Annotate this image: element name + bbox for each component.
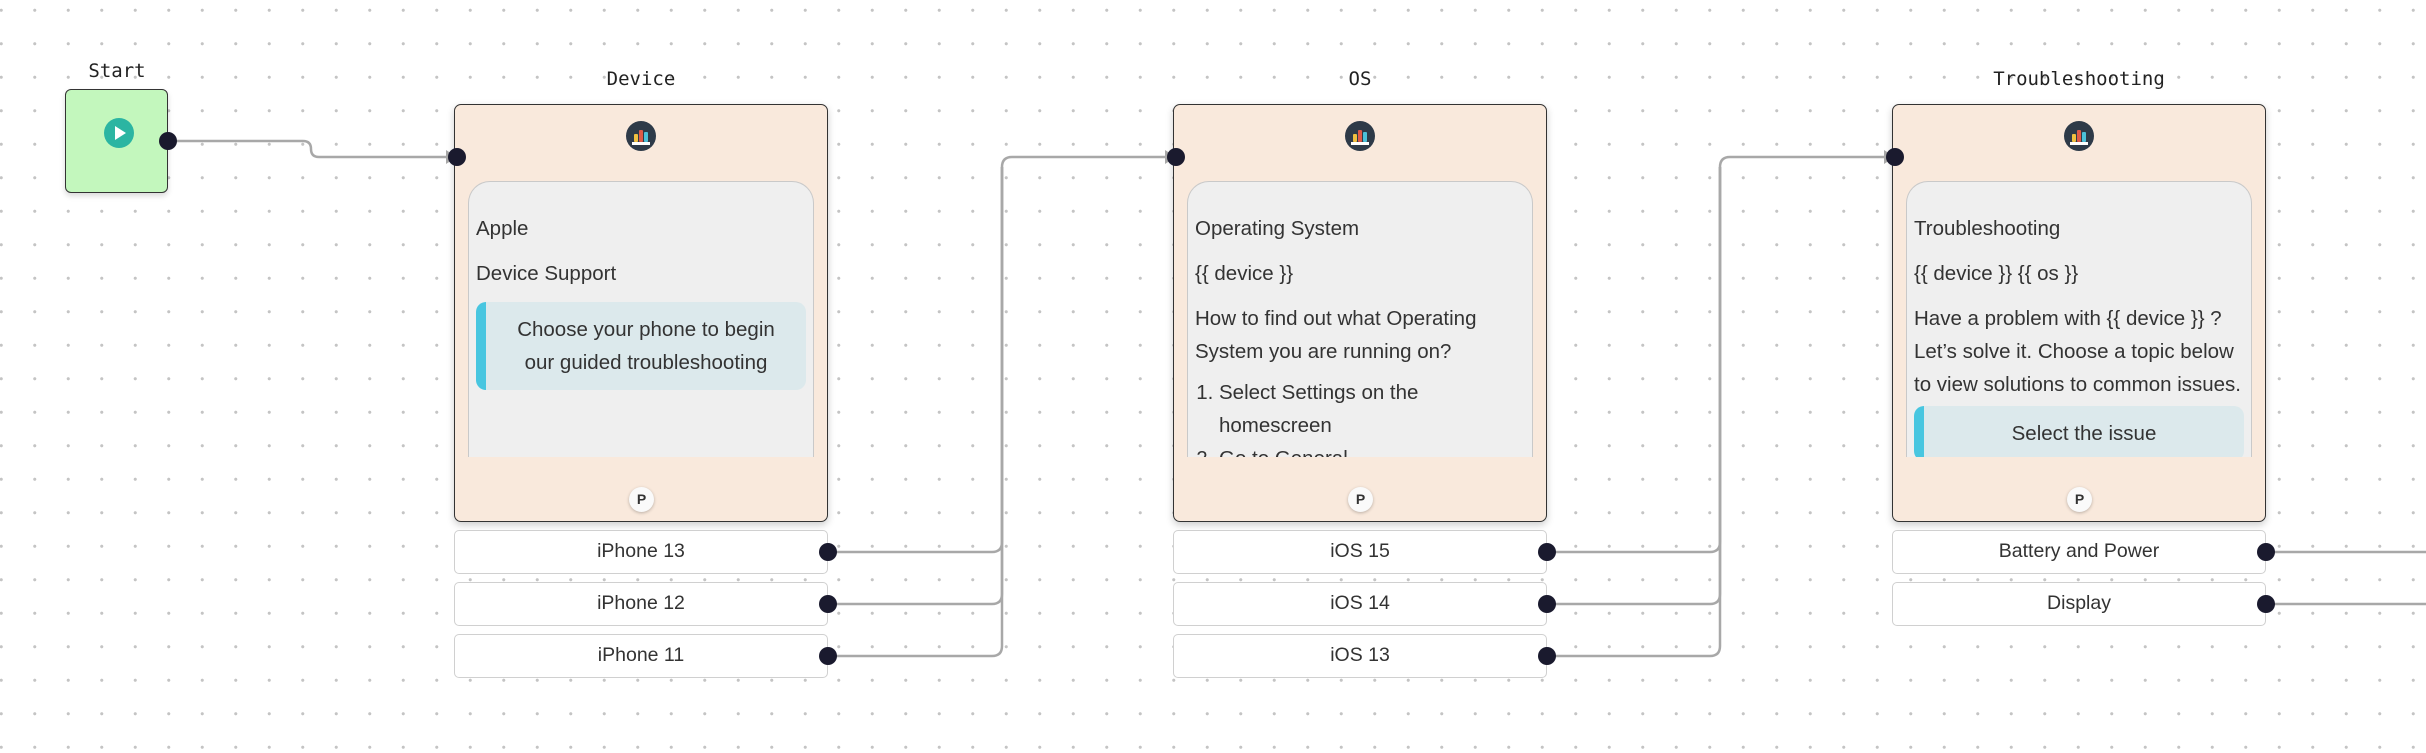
choice-battery-and-power[interactable]: Battery and Power xyxy=(1892,530,2266,574)
play-icon[interactable] xyxy=(104,118,134,148)
panel-line: How to find out what Operating System yo… xyxy=(1195,307,1477,363)
panel-line: Have a problem with {{ device }} ? Let’s… xyxy=(1914,307,2241,396)
device-input-port[interactable] xyxy=(448,148,466,166)
wire-ios15-to-troubleshooting xyxy=(1547,155,1884,554)
panel-line: Device Support xyxy=(476,262,617,285)
panel-line: Troubleshooting xyxy=(1914,217,2061,240)
bot-icon xyxy=(626,121,656,151)
p-badge: P xyxy=(2067,487,2092,512)
choice-output-port[interactable] xyxy=(819,543,837,561)
device-node-title: Device xyxy=(606,68,676,90)
panel-line: Apple xyxy=(476,217,529,240)
panel-line: {{ device }} {{ os }} xyxy=(1914,262,2079,285)
choice-output-port[interactable] xyxy=(819,647,837,665)
choice-output-port[interactable] xyxy=(2257,543,2275,561)
troubleshooting-node[interactable]: Troubleshooting {{ device }} {{ os }} Ha… xyxy=(1892,104,2266,522)
list-item: Select Settings on the homescreen xyxy=(1219,376,1525,442)
choice-ios-13[interactable]: iOS 13 xyxy=(1173,634,1547,678)
os-input-port[interactable] xyxy=(1167,148,1185,166)
steps-list: Select Settings on the homescreen Go to … xyxy=(1195,376,1525,457)
wire-start-to-device xyxy=(168,139,446,159)
start-block[interactable] xyxy=(65,89,168,193)
p-badge: P xyxy=(629,487,654,512)
choice-display[interactable]: Display xyxy=(1892,582,2266,626)
choice-ios-15[interactable]: iOS 15 xyxy=(1173,530,1547,574)
start-title: Start xyxy=(88,60,146,82)
wire-ios14-to-troubleshooting xyxy=(1547,167,1722,606)
panel-line: {{ device }} xyxy=(1195,262,1294,285)
bot-icon xyxy=(2064,121,2094,151)
wire-ios13-to-troubleshooting xyxy=(1547,167,1722,658)
os-node[interactable]: Operating System {{ device }} How to fin… xyxy=(1173,104,1547,522)
start-output-port[interactable] xyxy=(159,132,177,150)
bot-icon xyxy=(1345,121,1375,151)
choice-output-port[interactable] xyxy=(819,595,837,613)
quote-block: Choose your phone to begin our guided tr… xyxy=(476,302,806,390)
quote-block: Select the issue xyxy=(1914,406,2244,457)
wire-iphone12-to-os xyxy=(828,167,1004,606)
wire-iphone13-to-os xyxy=(828,155,1165,554)
choice-iphone-13[interactable]: iPhone 13 xyxy=(454,530,828,574)
choice-output-port[interactable] xyxy=(1538,647,1556,665)
device-node[interactable]: Apple Device Support Choose your phone t… xyxy=(454,104,828,522)
message-panel: Troubleshooting {{ device }} {{ os }} Ha… xyxy=(1906,181,2252,457)
choice-output-port[interactable] xyxy=(1538,595,1556,613)
choice-ios-14[interactable]: iOS 14 xyxy=(1173,582,1547,626)
panel-line: Operating System xyxy=(1195,217,1360,240)
message-panel: Operating System {{ device }} How to fin… xyxy=(1187,181,1533,457)
message-panel: Apple Device Support Choose your phone t… xyxy=(468,181,814,457)
list-item: Go to General xyxy=(1219,442,1525,457)
troubleshooting-node-title: Troubleshooting xyxy=(1993,68,2165,90)
wire-iphone11-to-os xyxy=(828,167,1004,658)
troubleshooting-input-port[interactable] xyxy=(1886,148,1904,166)
os-node-title: OS xyxy=(1348,68,1372,90)
choice-output-port[interactable] xyxy=(2257,595,2275,613)
p-badge: P xyxy=(1348,487,1373,512)
choice-output-port[interactable] xyxy=(1538,543,1556,561)
choice-iphone-12[interactable]: iPhone 12 xyxy=(454,582,828,626)
choice-iphone-11[interactable]: iPhone 11 xyxy=(454,634,828,678)
